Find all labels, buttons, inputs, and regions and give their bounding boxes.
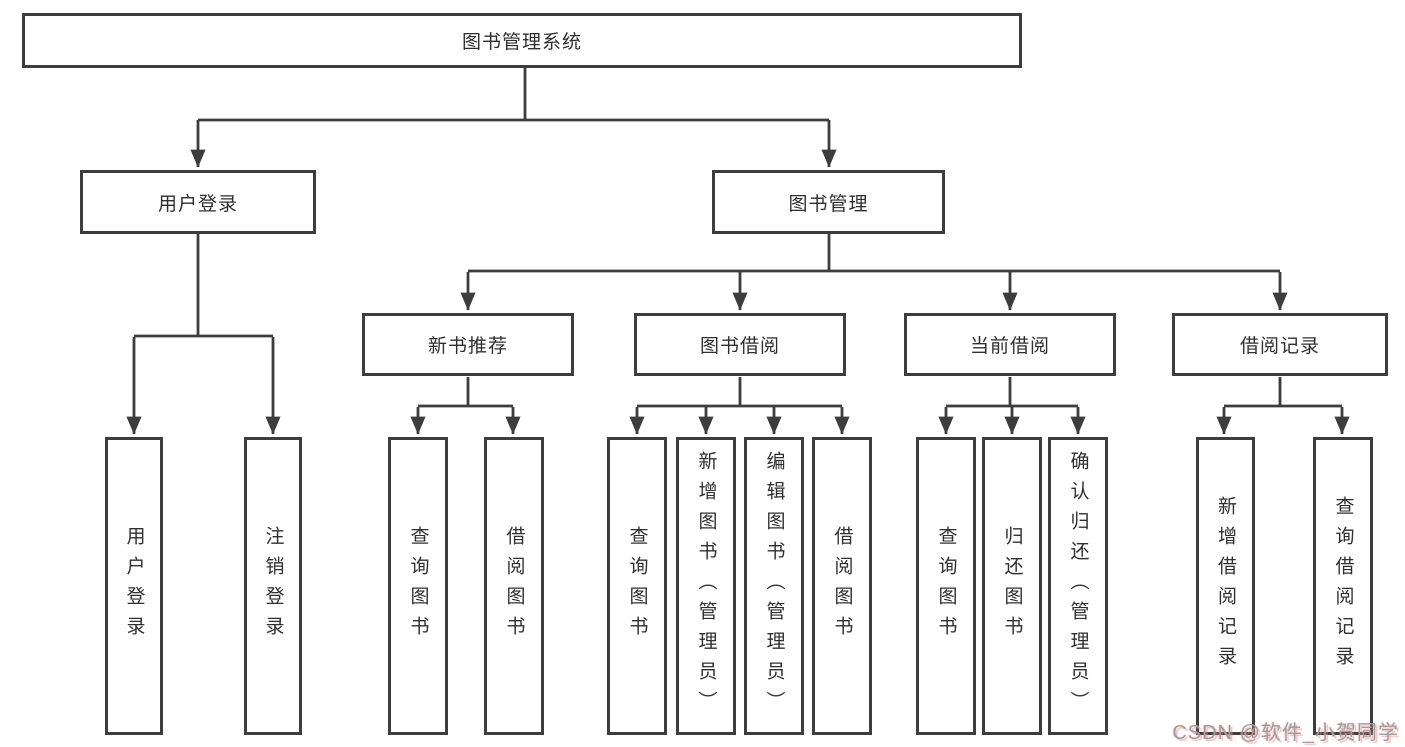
node-book-borrowing: 图书借阅 (634, 313, 846, 376)
leaf-recommend-borrow-book-label: 借阅图书 (503, 526, 525, 646)
leaf-recommend-borrow-book: 借阅图书 (484, 437, 544, 735)
leaf-recommend-query-book: 查询图书 (388, 437, 448, 735)
leaf-return-book: 归还图书 (982, 437, 1042, 735)
node-root-label: 图书管理系统 (461, 32, 582, 53)
leaf-current-query-book-label: 查询图书 (935, 526, 957, 646)
node-book-borrowing-label: 图书借阅 (699, 336, 780, 357)
node-user-login-label: 用户登录 (157, 193, 238, 215)
leaf-add-book-admin: 新增图书（管理员） (676, 437, 736, 735)
leaf-user-login-label: 用户登录 (123, 526, 145, 646)
node-root: 图书管理系统 (22, 13, 1022, 68)
leaf-confirm-return-admin-label: 确认归还（管理员） (1067, 451, 1089, 721)
leaf-recommend-query-book-label: 查询图书 (407, 526, 429, 646)
node-borrow-records: 借阅记录 (1172, 313, 1388, 376)
leaf-logout-label: 注销登录 (262, 526, 284, 646)
leaf-borrowing-borrow-book-label: 借阅图书 (831, 526, 853, 646)
leaf-user-login: 用户登录 (105, 437, 163, 735)
leaf-return-book-label: 归还图书 (1001, 526, 1023, 646)
leaf-edit-book-admin-label: 编辑图书（管理员） (763, 451, 785, 721)
csdn-watermark: CSDN @软件_小贺同学 (1172, 722, 1399, 744)
leaf-logout: 注销登录 (244, 437, 302, 735)
node-borrow-records-label: 借阅记录 (1239, 336, 1320, 357)
node-current-borrowing: 当前借阅 (904, 313, 1116, 376)
leaf-borrowing-query-book-label: 查询图书 (626, 526, 648, 646)
leaf-query-borrow-record-label: 查询借阅记录 (1332, 496, 1354, 676)
node-user-login: 用户登录 (80, 170, 316, 234)
node-new-book-recommend: 新书推荐 (362, 313, 574, 376)
leaf-borrowing-borrow-book: 借阅图书 (812, 437, 872, 735)
leaf-edit-book-admin: 编辑图书（管理员） (744, 437, 804, 735)
leaf-add-borrow-record-label: 新增借阅记录 (1215, 496, 1236, 676)
leaf-add-book-admin-label: 新增图书（管理员） (695, 451, 717, 721)
connector-rails (134, 68, 1342, 408)
node-new-book-recommend-label: 新书推荐 (427, 336, 508, 357)
leaf-borrowing-query-book: 查询图书 (607, 437, 667, 735)
node-current-borrowing-label: 当前借阅 (969, 336, 1050, 357)
leaf-current-query-book: 查询图书 (916, 437, 976, 735)
node-book-management-label: 图书管理 (788, 193, 869, 215)
leaf-query-borrow-record: 查询借阅记录 (1313, 437, 1373, 735)
leaf-add-borrow-record: 新增借阅记录 (1196, 437, 1255, 735)
leaf-confirm-return-admin: 确认归还（管理员） (1048, 437, 1108, 735)
node-book-management: 图书管理 (712, 170, 945, 234)
